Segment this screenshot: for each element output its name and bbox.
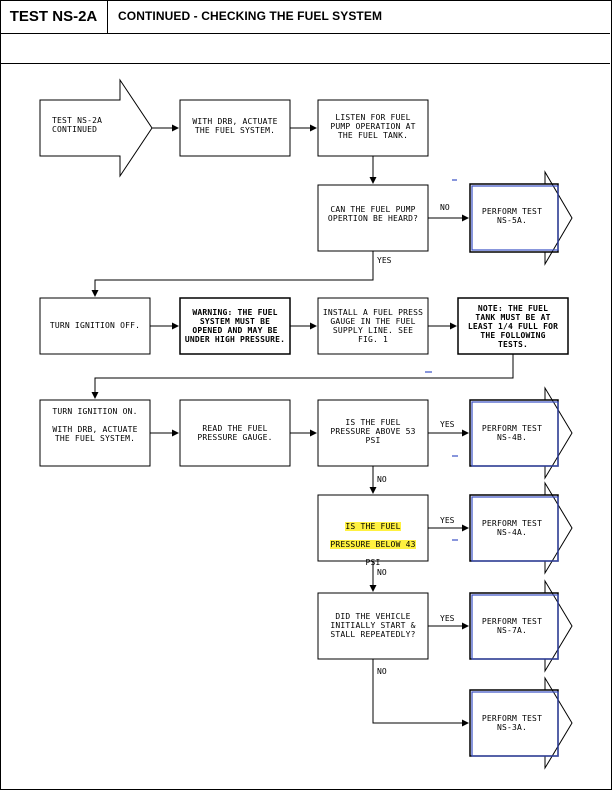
read-gauge-text: READ THE FUEL PRESSURE GAUGE. — [197, 424, 273, 442]
perform-7a-text: PERFORM TEST NS-7A. — [481, 617, 543, 635]
label-yes-hear: YES — [377, 256, 392, 265]
label-no-53: NO — [377, 475, 387, 484]
below-43-text: IS THE FUEL PRESSURE BELOW 43 PSI — [318, 513, 428, 567]
note-text: NOTE: THE FUEL TANK MUST BE AT LEAST 1/4… — [467, 304, 559, 349]
label-no-43: NO — [377, 568, 387, 577]
label-no-hear: NO — [440, 203, 450, 212]
label-no-stall: NO — [377, 667, 387, 676]
perform-4b-text: PERFORM TEST NS-4B. — [481, 424, 543, 442]
header-bar: TEST NS-2A CONTINUED - CHECKING THE FUEL… — [0, 0, 610, 34]
below-43-line1: IS THE FUEL — [345, 522, 401, 531]
test-id: TEST NS-2A — [0, 0, 108, 33]
perform-5a-text: PERFORM TEST NS-5A. — [481, 207, 543, 225]
label-yes-stall: YES — [440, 614, 455, 623]
below-43-line3: PSI — [365, 558, 381, 567]
can-hear-text: CAN THE FUEL PUMP OPERTION BE HEARD? — [327, 205, 419, 223]
stall-text: DID THE VEHICLE INITIALLY START & STALL … — [330, 612, 416, 639]
above-53-text: IS THE FUEL PRESSURE ABOVE 53 PSI — [330, 418, 416, 445]
listen-text: LISTEN FOR FUEL PUMP OPERATION AT THE FU… — [330, 113, 416, 140]
label-yes-43: YES — [440, 516, 455, 525]
ignition-off-text: TURN IGNITION OFF. — [49, 321, 141, 330]
actuate-1-text: WITH DRB, ACTUATE THE FUEL SYSTEM. — [192, 117, 278, 135]
below-43-line2: PRESSURE BELOW 43 — [330, 540, 416, 549]
start-arrow-shape — [39, 78, 153, 178]
ignition-on-text: TURN IGNITION ON. WITH DRB, ACTUATE THE … — [52, 407, 138, 443]
connector-stall-3a — [372, 659, 469, 727]
page-title: CONTINUED - CHECKING THE FUEL SYSTEM — [118, 9, 383, 23]
perform-3a-text: PERFORM TEST NS-3A. — [481, 714, 543, 732]
label-yes-53: YES — [440, 420, 455, 429]
sub-header-bar — [0, 33, 610, 64]
warning-text: WARNING: THE FUEL SYSTEM MUST BE OPENED … — [184, 308, 286, 344]
install-gauge-text: INSTALL A FUEL PRESS GAUGE IN THE FUEL S… — [322, 308, 424, 344]
connector-canhear-yes — [91, 251, 374, 297]
connector-note-ignition-on — [91, 354, 514, 399]
blue-annotations — [425, 179, 559, 757]
start-label: TEST NS-2A CONTINUED — [52, 116, 103, 134]
perform-4a-text: PERFORM TEST NS-4A. — [481, 519, 543, 537]
